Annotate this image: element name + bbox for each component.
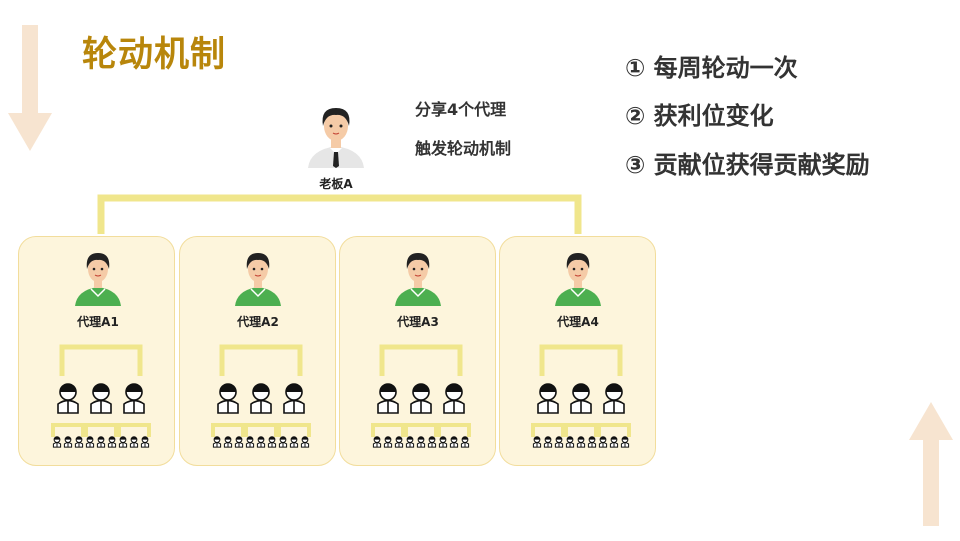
agent-avatar — [395, 253, 441, 306]
mid-connector — [59, 344, 143, 376]
person-icon — [443, 383, 465, 414]
person-icon — [576, 436, 586, 448]
rule-item-1: ① 每周轮动一次 — [625, 54, 798, 82]
small-connector — [244, 423, 278, 437]
small-connector — [84, 423, 118, 437]
person-icon — [537, 383, 559, 414]
small-connector — [371, 423, 405, 437]
small-connector — [437, 423, 471, 437]
agent-label-1: 代理A1 — [77, 315, 119, 329]
person-icon — [449, 436, 459, 448]
person-icon — [107, 436, 117, 448]
small-connector — [597, 423, 631, 437]
person-icon — [118, 436, 128, 448]
person-icon — [223, 436, 233, 448]
person-icon — [460, 436, 470, 448]
agent-label-3: 代理A3 — [397, 315, 439, 329]
person-icon — [609, 436, 619, 448]
person-icon — [300, 436, 310, 448]
person-icon — [267, 436, 277, 448]
person-icon — [603, 383, 625, 414]
person-icon — [289, 436, 299, 448]
person-icon — [52, 436, 62, 448]
person-icon — [140, 436, 150, 448]
rule-item-2: ② 获利位变化 — [625, 102, 774, 130]
mid-connector — [219, 344, 303, 376]
boss-label: 老板A — [319, 177, 353, 191]
person-icon — [620, 436, 630, 448]
person-icon — [565, 436, 575, 448]
person-icon — [123, 383, 145, 414]
agent-avatar — [235, 253, 281, 306]
small-connector — [531, 423, 565, 437]
person-icon — [383, 436, 393, 448]
page-title: 轮动机制 — [82, 35, 227, 75]
person-icon — [427, 436, 437, 448]
person-icon — [394, 436, 404, 448]
agent-label-2: 代理A2 — [237, 315, 279, 329]
person-icon — [63, 436, 73, 448]
rule-item-3: ③ 贡献位获得贡献奖励 — [625, 151, 870, 179]
note-trigger: 触发轮动机制 — [415, 139, 512, 158]
person-icon — [74, 436, 84, 448]
person-icon — [234, 436, 244, 448]
mid-connector — [539, 344, 623, 376]
small-connector — [117, 423, 151, 437]
person-icon — [570, 383, 592, 414]
small-connector — [51, 423, 85, 437]
boss-avatar — [308, 108, 364, 168]
small-connector — [277, 423, 311, 437]
person-icon — [283, 383, 305, 414]
agent-label-4: 代理A4 — [557, 315, 599, 329]
person-icon — [410, 383, 432, 414]
person-icon — [217, 383, 239, 414]
small-connector — [211, 423, 245, 437]
down-arrow-icon — [8, 25, 52, 151]
person-icon — [405, 436, 415, 448]
person-icon — [256, 436, 266, 448]
person-icon — [416, 436, 426, 448]
person-icon — [543, 436, 553, 448]
person-icon — [90, 383, 112, 414]
person-icon — [250, 383, 272, 414]
agent-avatar — [75, 253, 121, 306]
note-share: 分享4个代理 — [415, 100, 507, 119]
mid-connector — [379, 344, 463, 376]
person-icon — [245, 436, 255, 448]
person-icon — [278, 436, 288, 448]
person-icon — [532, 436, 542, 448]
person-icon — [212, 436, 222, 448]
agent-avatar — [555, 253, 601, 306]
person-icon — [587, 436, 597, 448]
person-icon — [438, 436, 448, 448]
person-icon — [57, 383, 79, 414]
person-icon — [85, 436, 95, 448]
small-connector — [404, 423, 438, 437]
up-arrow-icon — [909, 402, 953, 526]
person-icon — [129, 436, 139, 448]
person-icon — [554, 436, 564, 448]
person-icon — [372, 436, 382, 448]
person-icon — [598, 436, 608, 448]
person-icon — [96, 436, 106, 448]
small-connector — [564, 423, 598, 437]
person-icon — [377, 383, 399, 414]
